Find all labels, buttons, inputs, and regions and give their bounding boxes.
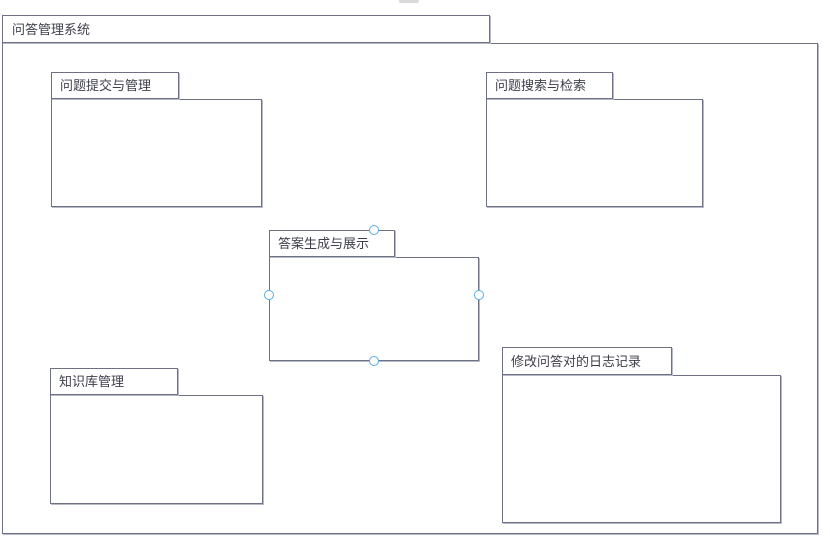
- package-root-tab[interactable]: 问答管理系统: [2, 15, 490, 43]
- package-answer-generation-label: 答案生成与展示: [278, 236, 370, 251]
- package-root-label: 问答管理系统: [12, 22, 91, 37]
- selection-handle-right[interactable]: [474, 290, 484, 300]
- package-qa-log-label: 修改问答对的日志记录: [511, 354, 642, 369]
- package-question-submission-body[interactable]: [51, 99, 262, 207]
- selection-handle-bottom[interactable]: [369, 356, 379, 366]
- package-question-search-body[interactable]: [486, 99, 703, 207]
- package-root-body[interactable]: [2, 43, 818, 534]
- package-question-search-label: 问题搜索与检索: [495, 78, 587, 93]
- package-qa-log-body[interactable]: [502, 375, 781, 523]
- package-knowledge-base-tab[interactable]: 知识库管理: [50, 368, 178, 395]
- package-knowledge-base-body[interactable]: [50, 395, 263, 504]
- package-answer-generation-tab[interactable]: 答案生成与展示: [269, 230, 395, 257]
- package-knowledge-base-label: 知识库管理: [59, 374, 125, 389]
- selection-handle-top[interactable]: [369, 225, 379, 235]
- cropped-ui-artifact: [399, 0, 419, 3]
- package-qa-log-tab[interactable]: 修改问答对的日志记录: [502, 347, 672, 375]
- selection-handle-left[interactable]: [264, 290, 274, 300]
- package-question-submission-tab[interactable]: 问题提交与管理: [51, 72, 179, 99]
- package-answer-generation-body[interactable]: [269, 257, 479, 361]
- package-question-search-tab[interactable]: 问题搜索与检索: [486, 72, 613, 99]
- package-question-submission-label: 问题提交与管理: [60, 78, 152, 93]
